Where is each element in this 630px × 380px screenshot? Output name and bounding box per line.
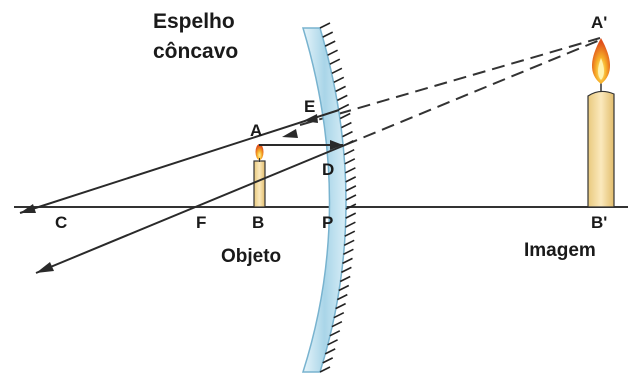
image-candle xyxy=(587,90,615,208)
mirror-hatch-mark xyxy=(344,230,356,237)
mirror-title-line1: Espelho xyxy=(153,10,235,33)
mirror-hatch-mark xyxy=(329,330,341,337)
caption-image: Imagem xyxy=(524,240,596,261)
mirror-hatch-mark xyxy=(342,257,353,265)
mirror-hatch-mark xyxy=(343,139,354,147)
label-B: B xyxy=(252,213,264,232)
label-E: E xyxy=(304,97,315,116)
ray-arrowhead xyxy=(282,129,298,138)
mirror-hatching xyxy=(319,22,357,373)
mirror-hatch-mark xyxy=(343,248,354,256)
label-A: A xyxy=(250,121,262,140)
ray-arrowhead xyxy=(36,262,54,273)
mirror-hatch-mark xyxy=(345,221,356,228)
mirror-hatch-mark xyxy=(339,275,351,283)
label-A-prime: A' xyxy=(591,13,607,32)
mirror-hatch-mark xyxy=(331,67,343,75)
caption-object: Objeto xyxy=(221,246,281,267)
mirror-hatch-mark xyxy=(327,49,338,56)
mirror-hatch-mark xyxy=(322,357,334,364)
mirror-hatch-mark xyxy=(324,348,336,355)
mirror-hatch-mark xyxy=(345,167,356,174)
mirror-hatch-mark xyxy=(345,185,357,192)
virtual-ray-lower xyxy=(344,39,601,146)
object-flame-icon xyxy=(255,144,264,160)
reflected-ray-through-F xyxy=(35,144,346,274)
mirror-hatch-mark xyxy=(345,203,357,210)
mirror-hatch-mark xyxy=(343,239,355,247)
label-P: P xyxy=(322,213,333,232)
mirror-hatch-mark xyxy=(341,121,352,129)
mirror-hatch-mark xyxy=(336,293,348,301)
mirror-hatch-mark xyxy=(338,103,350,111)
mirror-hatch-mark xyxy=(324,40,336,47)
mirror-title-line2: côncavo xyxy=(153,40,238,63)
mirror-hatch-mark xyxy=(333,76,345,84)
ray-through-C xyxy=(19,109,340,214)
label-C: C xyxy=(55,213,67,232)
mirror-hatch-mark xyxy=(345,176,357,183)
mirror-hatch-mark xyxy=(341,266,352,274)
mirror-hatch-mark xyxy=(335,302,346,310)
mirror-hatch-mark xyxy=(344,158,356,165)
mirror-hatch-mark xyxy=(339,112,351,120)
mirror-hatch-mark xyxy=(331,320,343,328)
ray-arrowhead xyxy=(330,140,343,150)
ray-arrowhead xyxy=(303,114,318,123)
mirror-hatch-mark xyxy=(338,284,350,292)
mirror-hatch-mark xyxy=(336,94,348,102)
mirror-hatch-mark xyxy=(319,366,331,373)
mirror-hatch-mark xyxy=(343,148,355,156)
mirror-hatch-mark xyxy=(345,212,357,219)
label-F: F xyxy=(196,213,206,232)
object-candle xyxy=(253,160,266,208)
mirror-hatch-mark xyxy=(342,130,353,138)
mirror-hatch-mark xyxy=(345,194,357,201)
label-D: D xyxy=(322,160,334,179)
label-B-prime: B' xyxy=(591,213,607,232)
virtual-ray-upper xyxy=(299,37,601,126)
mirror-hatch-mark xyxy=(319,22,331,29)
mirror-hatch-mark xyxy=(322,31,334,38)
mirror-hatch-mark xyxy=(333,311,345,319)
ray-arrowhead xyxy=(20,204,36,213)
mirror-hatch-mark xyxy=(335,85,346,93)
mirror-hatch-mark xyxy=(329,58,341,65)
mirror-hatch-mark xyxy=(327,339,338,346)
